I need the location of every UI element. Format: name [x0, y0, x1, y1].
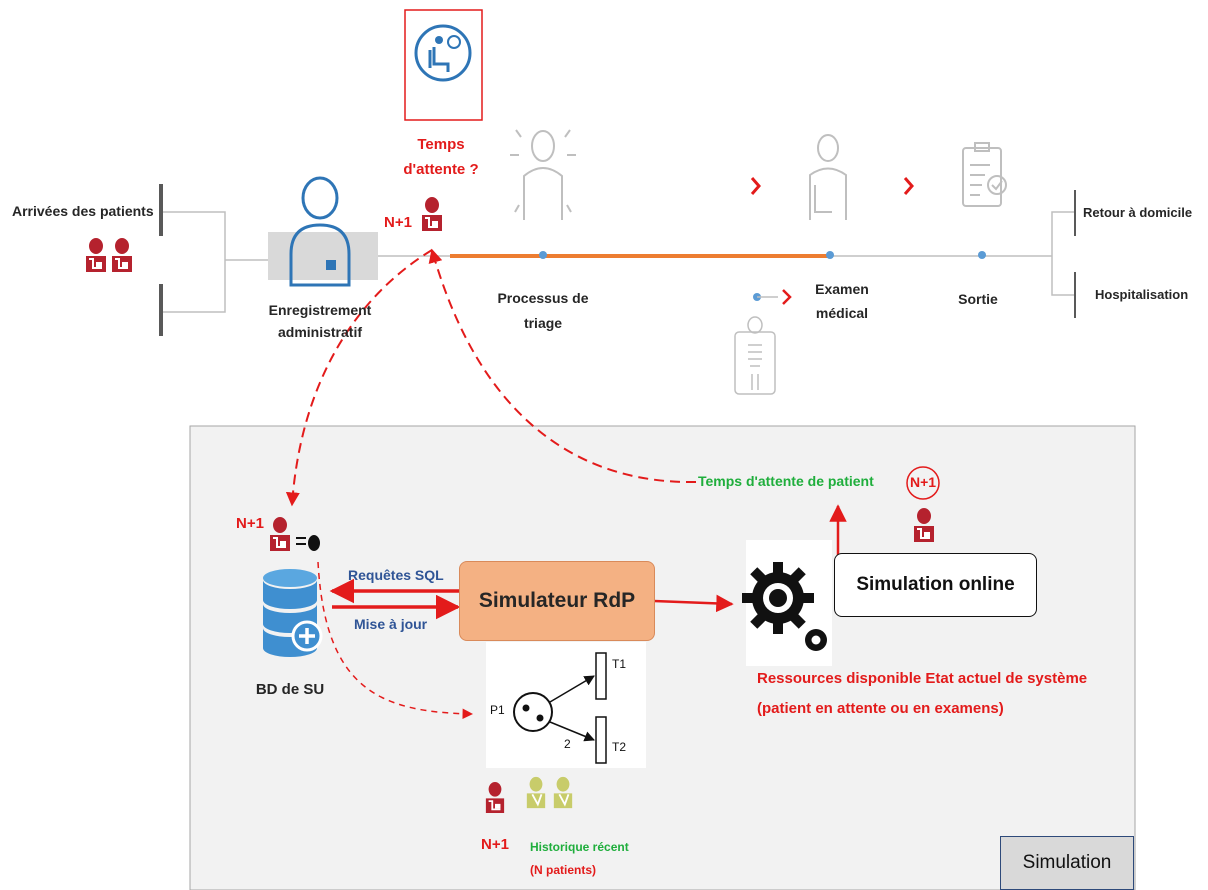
home-label: Retour à domicile: [1083, 205, 1193, 220]
update-label: Mise à jour: [354, 616, 428, 632]
simulator-box: Simulateur RdP: [459, 561, 655, 641]
clipboard-icon: [962, 142, 1007, 207]
result-next-patient-label: N+1: [909, 474, 937, 490]
top-next-patient-label: N+1: [384, 214, 412, 231]
db-label: BD de SU: [255, 681, 325, 698]
registration-label: Enregistrement administratif: [268, 302, 372, 340]
hospital-label: Hospitalisation: [1095, 287, 1189, 302]
history-next-patient-label: N+1: [481, 836, 509, 853]
db-next-patient-label: N+1: [236, 515, 264, 532]
xray-icon: [734, 316, 776, 395]
wait-result-label: Temps d'attente de patient: [698, 473, 874, 489]
gear-icon: [742, 540, 832, 666]
history-line1: Historique récent: [530, 840, 629, 854]
receptionist-icon: [268, 176, 378, 287]
online-simulation-box: Simulation online: [834, 553, 1037, 617]
injured-person-icon: [809, 134, 847, 220]
petri-weight-label: 2: [564, 737, 571, 751]
database-icon: [263, 569, 323, 657]
triage-person-icon: [510, 129, 576, 220]
patient-icon: [421, 197, 443, 231]
petri-t2-label: T2: [612, 740, 627, 754]
waiting-room-icon: [414, 24, 472, 82]
simulation-panel-label: Simulation: [1000, 836, 1134, 890]
history-line2: (N patients): [530, 863, 596, 877]
patient-icon: [111, 238, 133, 272]
petri-place-label: P1: [490, 703, 505, 717]
petri-t1-label: T1: [612, 657, 627, 671]
wait-question-label: Temps d'attente ?: [403, 136, 479, 178]
resources-line1: Ressources disponible Etat actuel de sys…: [757, 670, 1088, 687]
exit-label: Sortie: [958, 291, 998, 307]
arrivals-bracket: [162, 211, 268, 313]
exam-label: Examen médical: [815, 281, 869, 321]
patient-icon: [85, 238, 107, 272]
arrivals-label: Arrivées des patients: [12, 203, 154, 219]
resources-line2: (patient en attente ou en examens): [757, 700, 1004, 717]
triage-label: Processus de triage: [497, 290, 589, 331]
simulation-panel: [189, 425, 1136, 890]
sql-label: Requêtes SQL: [348, 567, 444, 583]
petri-net-icon: [486, 642, 646, 768]
